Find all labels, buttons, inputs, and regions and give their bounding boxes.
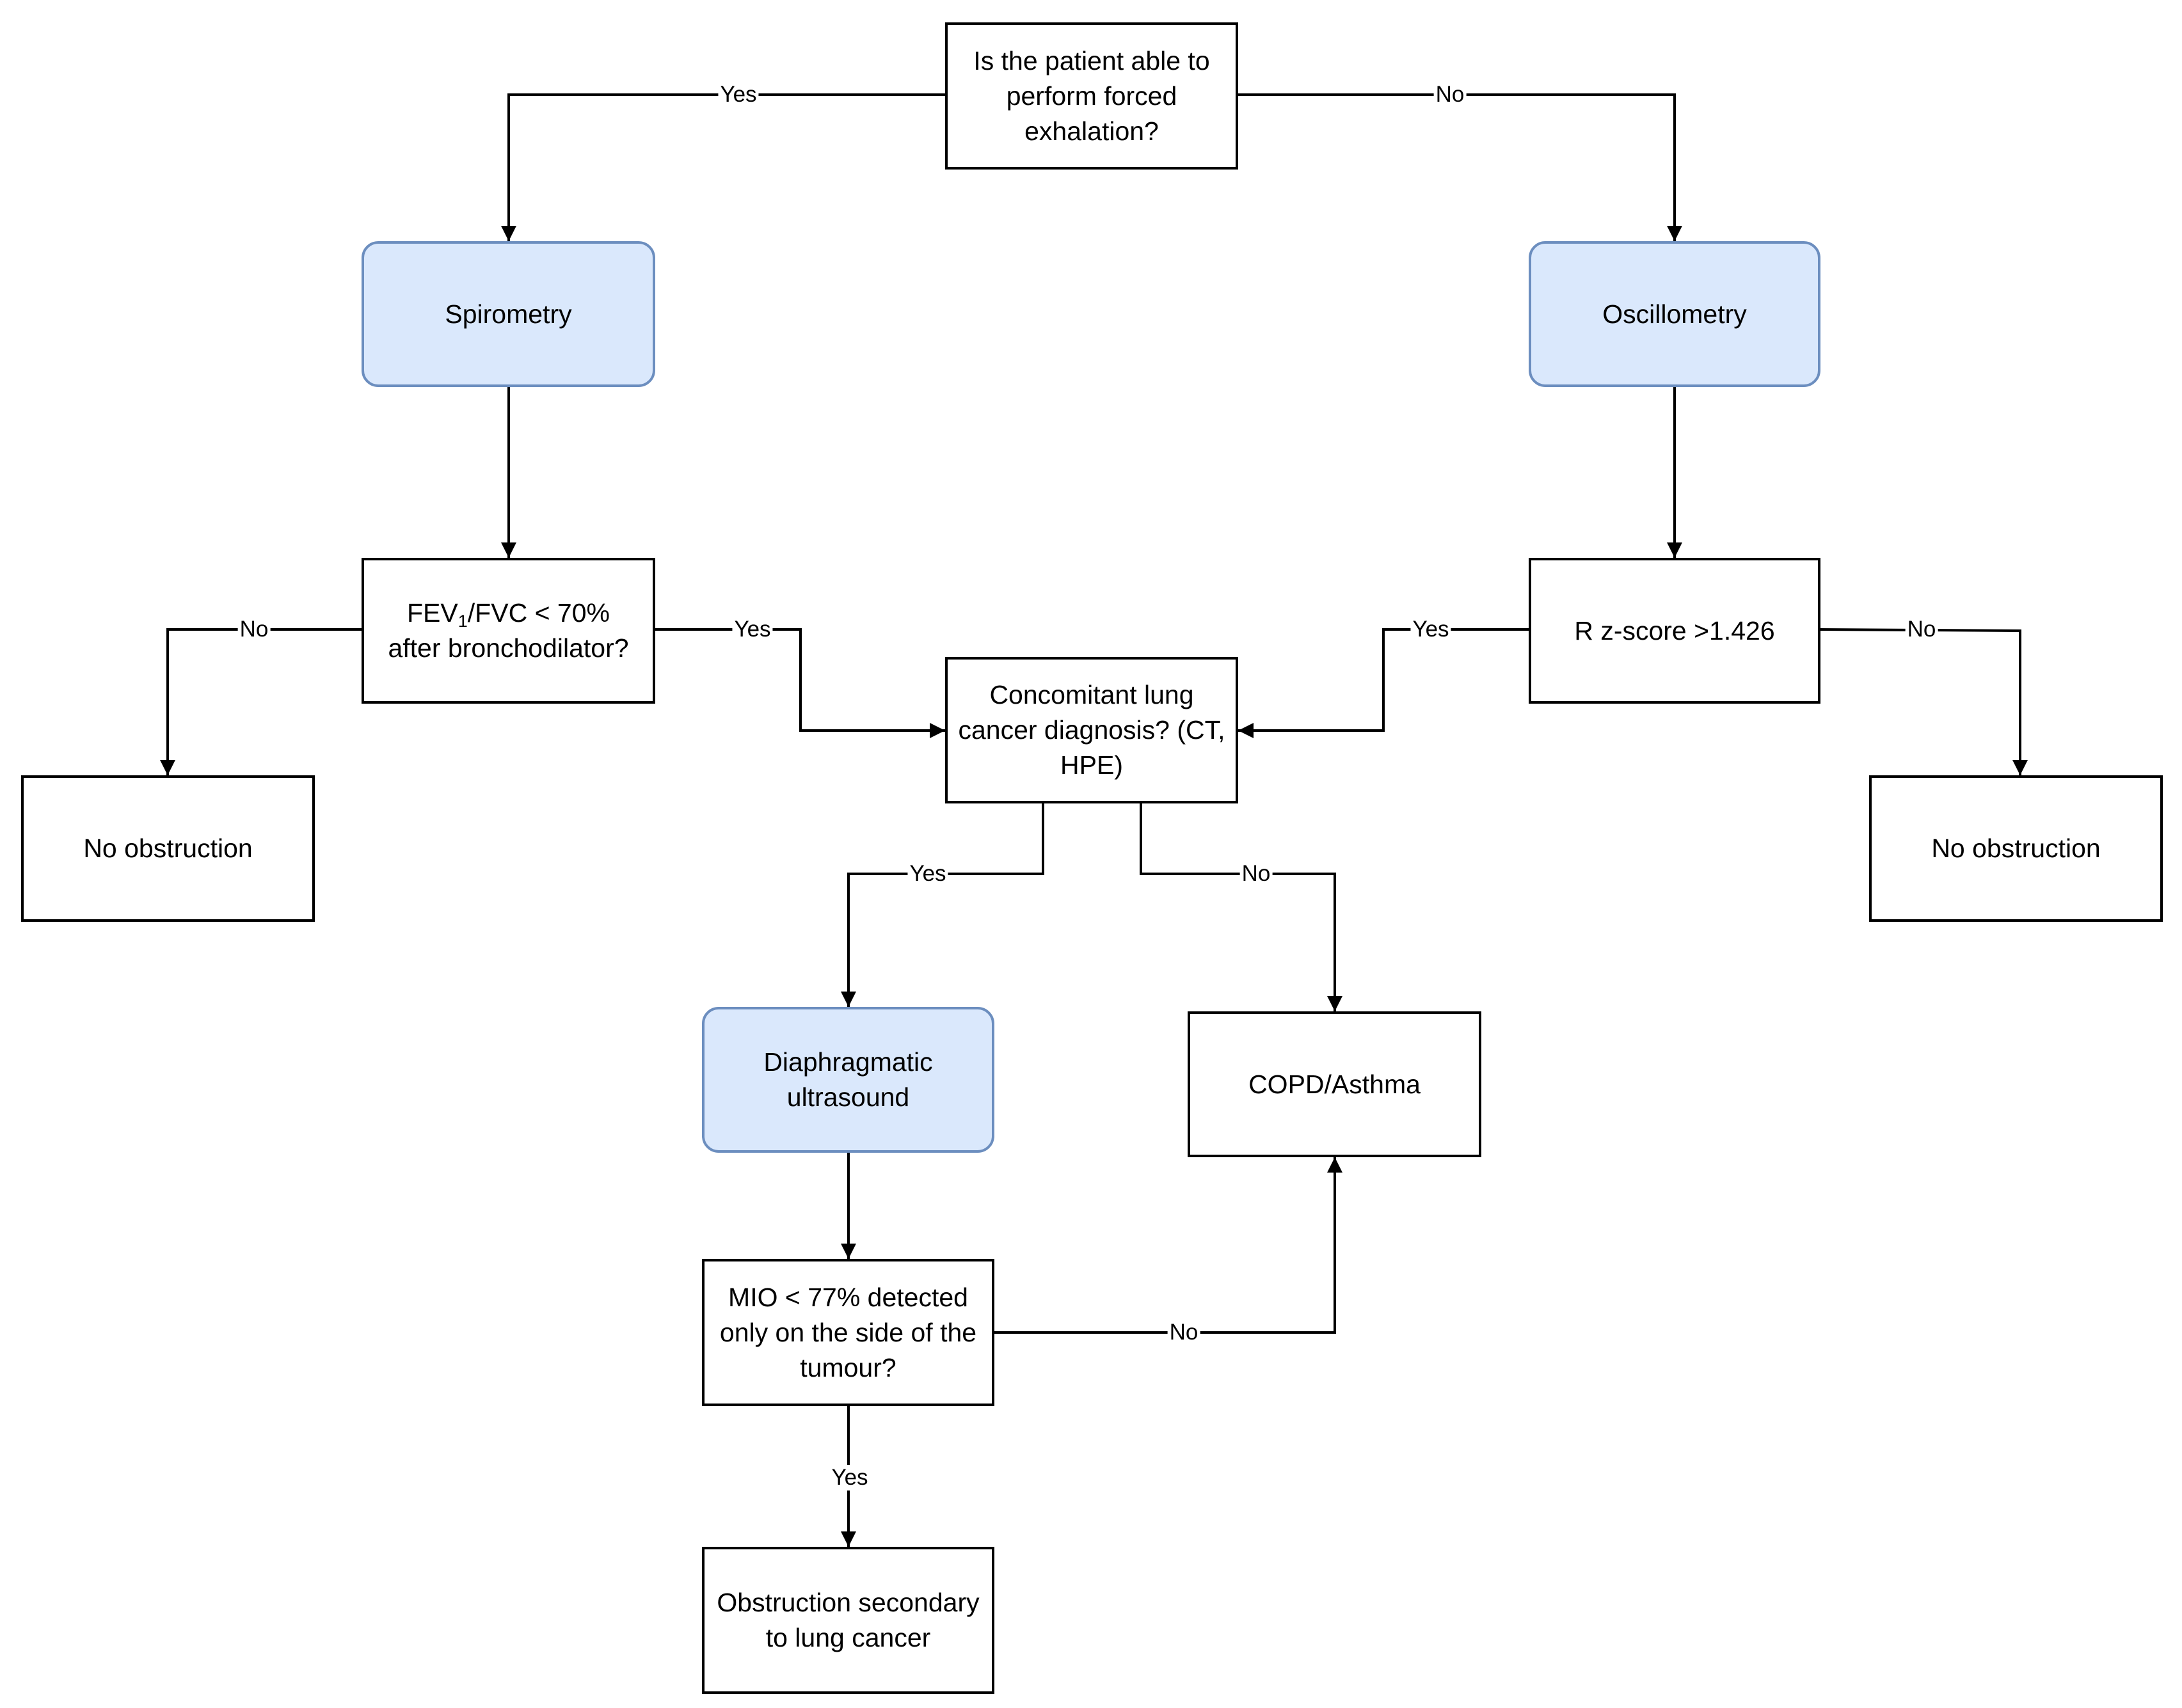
edge-label-fev-no: No — [237, 617, 271, 642]
spirometry-label: Spirometry — [445, 299, 572, 329]
edge-label-start-yes: Yes — [718, 82, 759, 107]
edge-label-mio-yes: Yes — [829, 1465, 870, 1491]
start-question-text: Is the patient able to perform forced ex… — [973, 45, 1210, 146]
fev-label: FEV — [407, 598, 458, 628]
edge-label-start-no: No — [1433, 82, 1467, 107]
copd-asthma-node: COPD/Asthma — [1188, 1011, 1481, 1157]
spirometry-node: Spirometry — [362, 241, 655, 387]
edge-fev-yes — [655, 628, 945, 738]
edge-label-conc-no: No — [1239, 861, 1273, 887]
edge-label-rz-no: No — [1905, 617, 1938, 642]
edge-rz-yes — [1238, 628, 1529, 738]
edge-conc-no — [1140, 803, 1342, 1011]
edge-start-yes — [501, 93, 945, 241]
copd-asthma-text: COPD/Asthma — [1248, 1069, 1421, 1099]
obstruction-lung-cancer-text: Obstruction secondary to lung cancer — [717, 1588, 980, 1652]
no-obstruction-right-node: No obstruction — [1869, 775, 2163, 922]
r-zscore-decision-node: R z-score >1.426 — [1529, 558, 1820, 704]
concomitant-cancer-text: Concomitant lung cancer diagnosis? (CT, … — [958, 680, 1225, 780]
concomitant-cancer-decision-node: Concomitant lung cancer diagnosis? (CT, … — [945, 657, 1238, 803]
oscillometry-node: Oscillometry — [1529, 241, 1820, 387]
edge-label-conc-yes: Yes — [907, 861, 948, 887]
fev-subscript: 1 — [458, 612, 468, 631]
diaphragmatic-ultrasound-text: Diaphragmatic ultrasound — [763, 1047, 933, 1112]
fev-condition-text: after bronchodilator? — [388, 633, 629, 663]
mio-decision-text: MIO < 77% detected only on the side of t… — [719, 1282, 977, 1382]
edge-fev-no — [160, 628, 362, 775]
r-zscore-text: R z-score >1.426 — [1574, 615, 1775, 645]
diaphragmatic-ultrasound-node: Diaphragmatic ultrasound — [702, 1007, 994, 1153]
oscillometry-label: Oscillometry — [1602, 299, 1747, 329]
edge-rz-no — [1820, 628, 2028, 775]
fev-ratio-threshold: /FVC < 70% — [467, 598, 610, 628]
edge-conc-yes — [841, 803, 1044, 1007]
no-obstruction-right-text: No obstruction — [1931, 834, 2101, 863]
edge-start-no — [1238, 93, 1682, 241]
start-question-node: Is the patient able to perform forced ex… — [945, 22, 1238, 170]
mio-decision-node: MIO < 77% detected only on the side of t… — [702, 1259, 994, 1406]
edge-label-mio-no: No — [1167, 1320, 1200, 1345]
obstruction-lung-cancer-node: Obstruction secondary to lung cancer — [702, 1547, 994, 1694]
no-obstruction-left-node: No obstruction — [21, 775, 315, 922]
fev-fvc-decision-node: FEV1/FVC < 70% after bronchodilator? — [362, 558, 655, 704]
edge-label-fev-yes: Yes — [732, 617, 773, 642]
fev-fvc-decision-text: FEV1/FVC < 70% after bronchodilator? — [388, 596, 628, 666]
no-obstruction-left-text: No obstruction — [83, 834, 253, 863]
edge-label-rz-yes: Yes — [1410, 617, 1451, 642]
edge-mio-no — [994, 1157, 1342, 1334]
